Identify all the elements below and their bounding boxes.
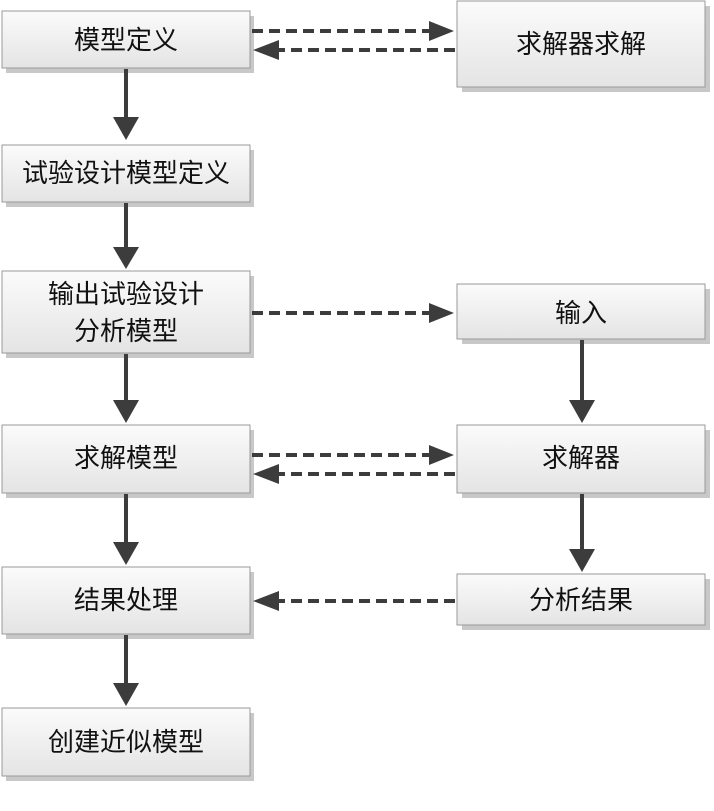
node-result-processing-label: 结果处理 [74,586,178,616]
arrow-input-to-solver [569,340,595,423]
node-result-processing: 结果处理 [1,566,254,639]
dashed-arrow-solve-model-to-solver [252,445,454,465]
arrow-output-doe-to-solve-model [113,354,139,423]
node-solve-model: 求解模型 [1,424,254,498]
arrow-model-def-to-doe-def [113,69,139,140]
node-create-approx-model: 创建近似模型 [1,707,254,781]
node-output-doe-label-line1: 输出试验设计 [48,280,204,310]
arrow-result-processing-to-create-approx [113,635,139,706]
dashed-arrow-model-def-to-solver-solve [252,21,454,41]
node-doe-model-definition: 试验设计模型定义 [1,144,254,207]
node-analysis-result: 分析结果 [456,573,710,630]
arrow-solve-model-to-result-processing [113,494,139,565]
node-input-label: 输入 [555,299,607,329]
dashed-arrow-solver-to-solve-model [253,464,455,484]
dashed-arrow-output-doe-to-input [252,303,454,323]
node-doe-model-definition-label: 试验设计模型定义 [22,159,230,189]
node-solver-label: 求解器 [542,444,620,474]
arrow-solver-to-analysis-result [569,494,595,572]
dashed-arrow-solver-solve-to-model-def [253,40,455,60]
node-create-approx-model-label: 创建近似模型 [48,728,204,758]
node-model-definition-label: 模型定义 [74,26,178,56]
node-model-definition: 模型定义 [1,10,254,73]
node-analysis-result-label: 分析结果 [529,586,633,616]
node-solver-solve: 求解器求解 [456,0,710,92]
node-input: 输入 [456,283,710,344]
node-solve-model-label: 求解模型 [74,444,178,474]
node-output-doe-analysis-model: 输出试验设计 分析模型 [1,270,254,358]
node-solver: 求解器 [456,424,710,498]
dashed-arrow-analysis-result-to-result-processing [253,591,455,611]
node-output-doe-label-line2: 分析模型 [74,317,178,347]
node-solver-solve-label: 求解器求解 [516,30,646,60]
arrow-doe-def-to-output-doe [113,203,139,269]
